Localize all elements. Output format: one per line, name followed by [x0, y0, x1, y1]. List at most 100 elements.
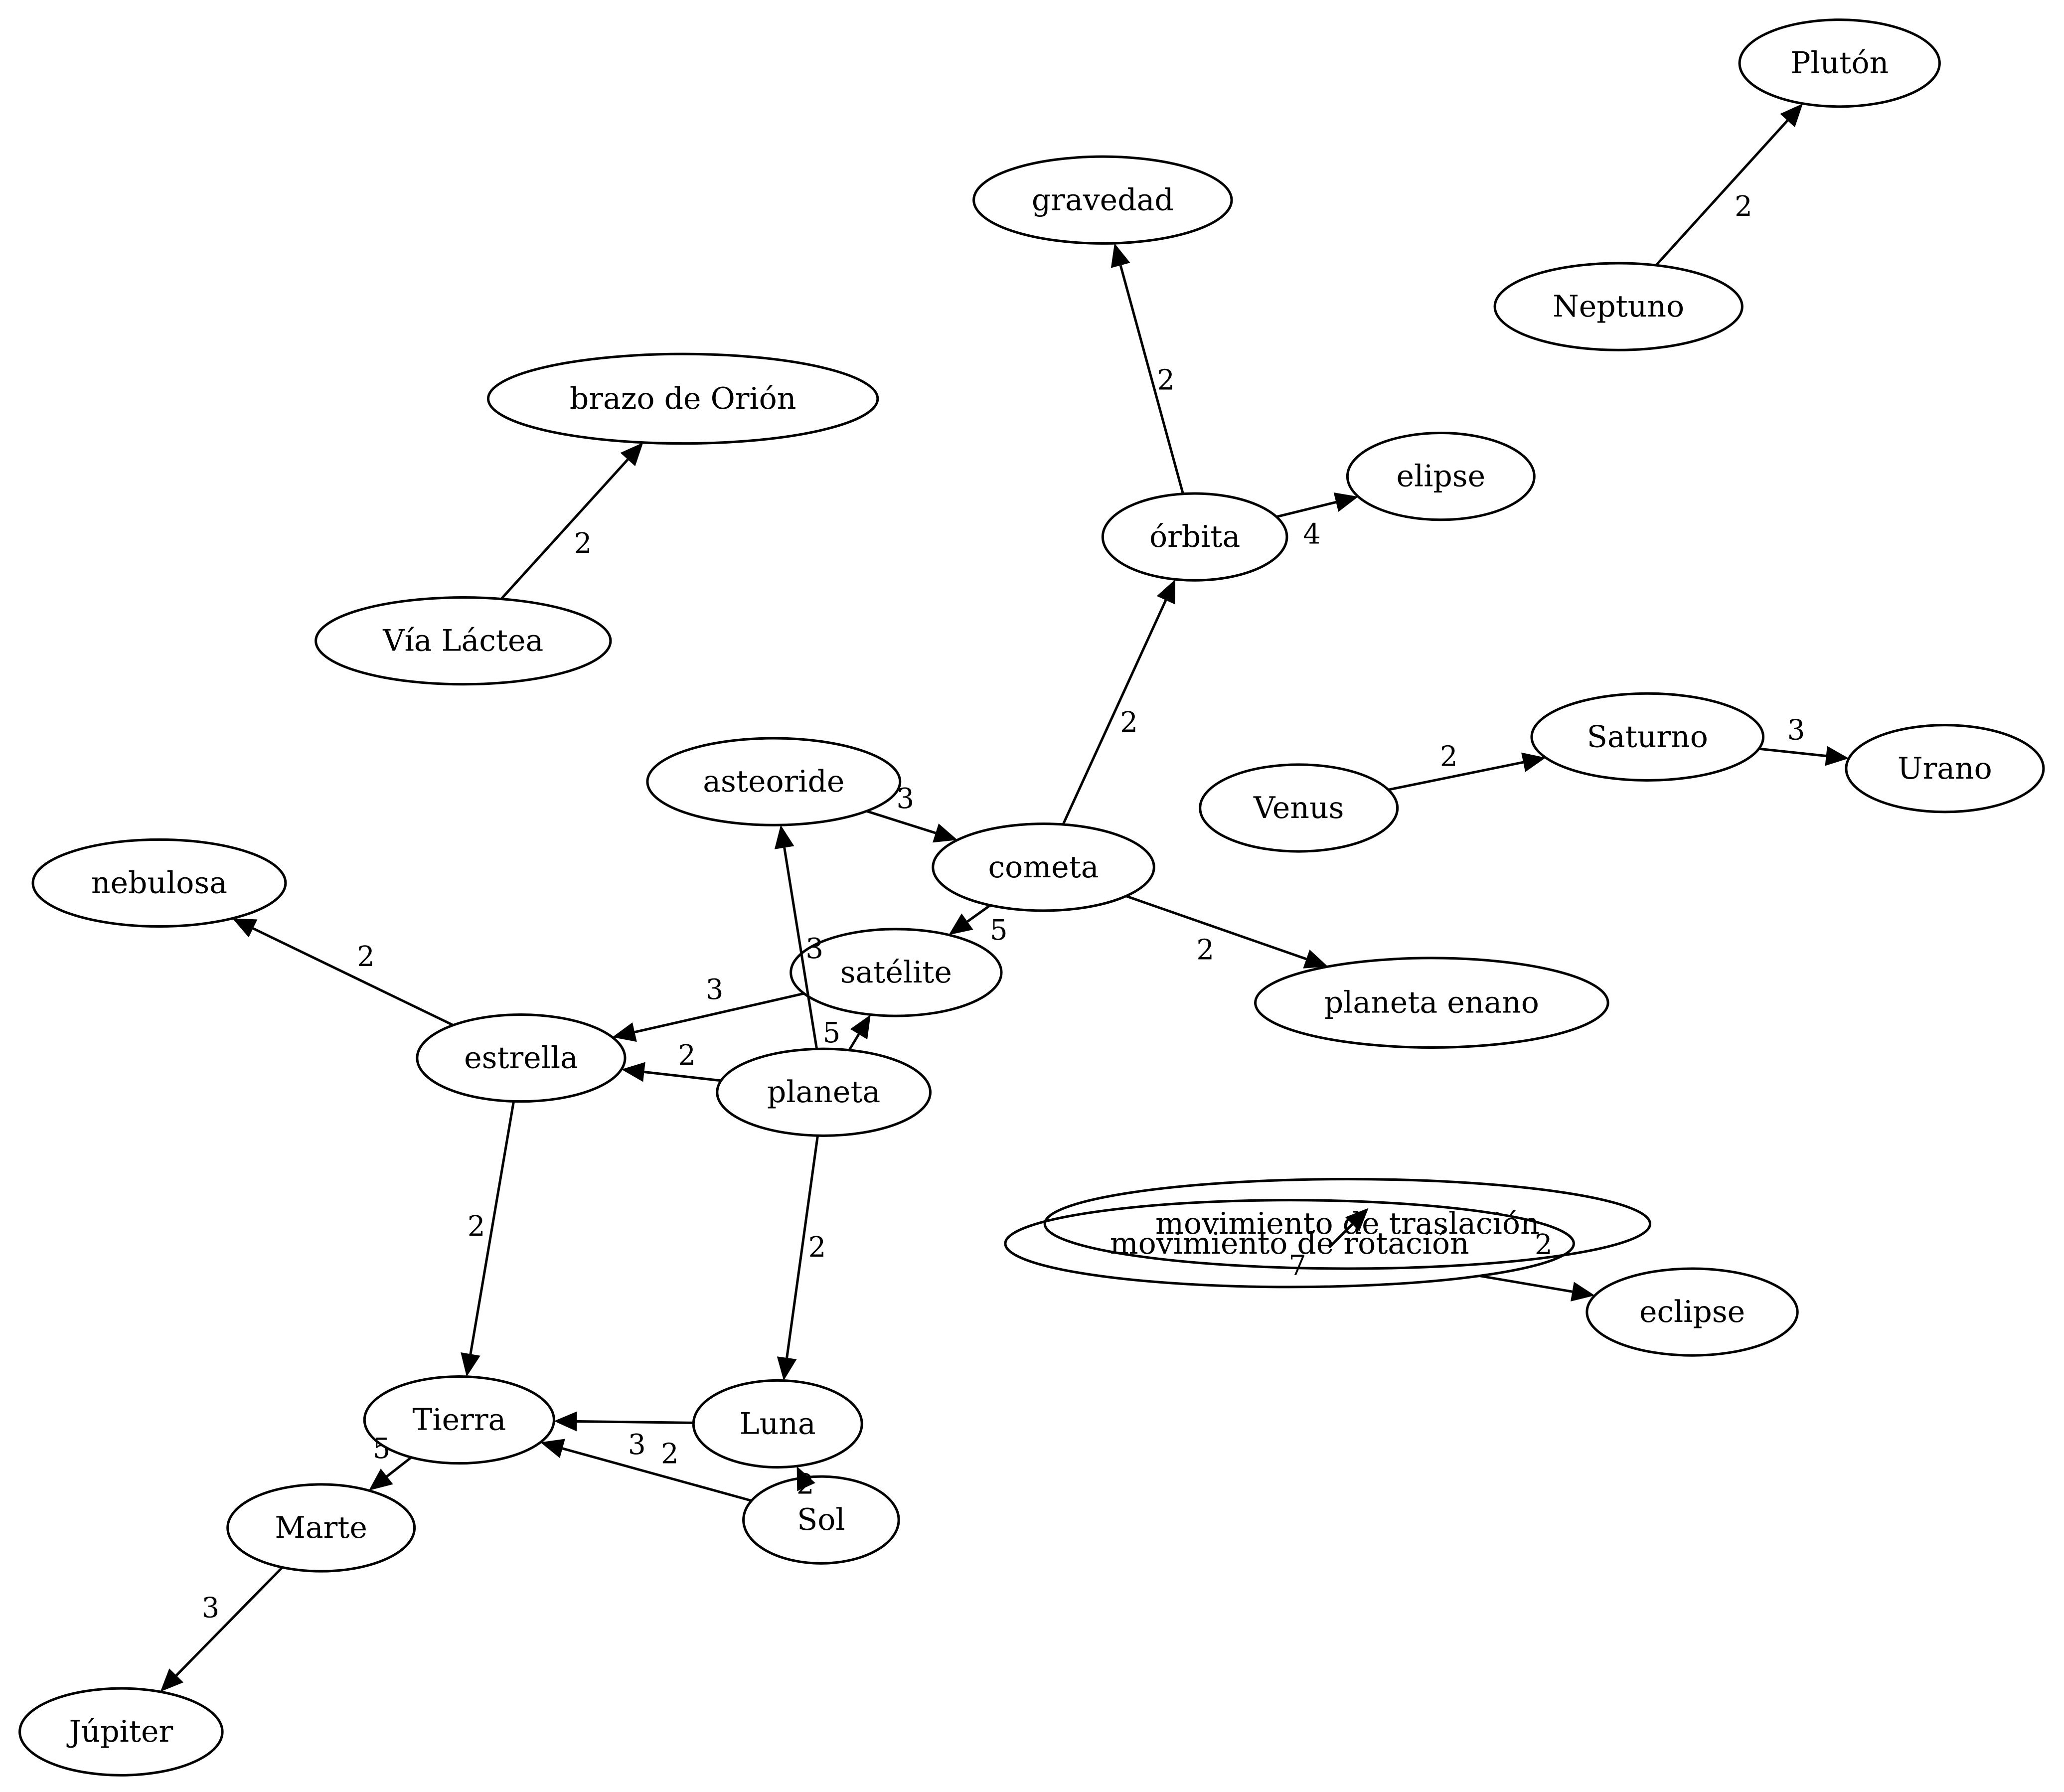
node-cometa[interactable]: cometa [932, 822, 1155, 912]
edge-weight-label: 2 [1196, 934, 1214, 967]
node-satelite[interactable]: satélite [790, 928, 1003, 1017]
node-marte[interactable]: Marte [226, 1483, 416, 1573]
edge-satelite-to-estrella: 3 [612, 974, 804, 1042]
edge-estrella-to-nebulosa: 2 [232, 918, 454, 1026]
node-sol[interactable]: Sol [742, 1475, 900, 1565]
edge-mov_rotacion-to-eclipse: 2 [1479, 1229, 1595, 1302]
edge-line [644, 1071, 721, 1082]
node-jupiter[interactable]: Júpiter [18, 1687, 224, 1777]
edge-line [1479, 1275, 1573, 1293]
arrowhead-icon [1521, 752, 1546, 772]
arrowhead-icon [774, 825, 794, 849]
edge-asteoride-to-cometa: 3 [866, 783, 957, 843]
edge-cometa-to-orbita: 2 [1062, 579, 1176, 825]
arrowhead-icon [933, 823, 957, 843]
edge-marte-to-jupiter: 3 [160, 1566, 284, 1692]
arrowhead-icon [540, 1439, 565, 1459]
edge-estrella-to-tierra: 2 [461, 1101, 515, 1377]
arrowhead-icon [949, 913, 973, 935]
edge-weight-label: 2 [1735, 190, 1752, 223]
edge-weight-label: 4 [1303, 518, 1321, 550]
arrowhead-icon [554, 1411, 577, 1432]
edge-luna-to-tierra: 3 [554, 1411, 694, 1461]
edge-weight-label: 2 [1157, 364, 1175, 396]
edge-line [386, 1456, 412, 1477]
node-via-lactea[interactable]: Vía Láctea [315, 596, 612, 686]
node-label: Luna [740, 1406, 816, 1441]
node-ellipse [932, 822, 1155, 912]
edge-line [1062, 600, 1167, 825]
node-label: órbita [1149, 519, 1240, 554]
node-ellipse [972, 155, 1233, 245]
arrowhead-icon [620, 442, 643, 467]
node-planeta-enano[interactable]: planeta enano [1254, 957, 1609, 1049]
node-eclipse[interactable]: eclipse [1586, 1267, 1799, 1357]
node-venus[interactable]: Venus [1199, 763, 1399, 853]
edge-line [562, 1447, 752, 1502]
node-label: elipse [1397, 459, 1486, 494]
node-brazo-de-orion[interactable]: brazo de Orión [486, 352, 879, 445]
edge-mov_rotacion-to-mov_traslacion: 7 [1288, 1208, 1369, 1282]
node-orbita[interactable]: órbita [1101, 492, 1288, 582]
node-ellipse [18, 1687, 224, 1777]
arrowhead-icon [232, 918, 258, 938]
edge-line [500, 459, 629, 600]
node-ellipse [1738, 18, 1941, 108]
node-gravedad[interactable]: gravedad [972, 155, 1233, 245]
node-label: Sol [797, 1502, 845, 1537]
edge-weight-label: 2 [468, 1210, 485, 1243]
edge-planeta-to-satelite: 5 [823, 1014, 871, 1051]
node-planeta[interactable]: planeta [716, 1047, 932, 1137]
edge-weight-label: 2 [661, 1438, 679, 1470]
arrowhead-icon [621, 1062, 645, 1082]
edge-saturno-to-urano: 3 [1758, 714, 1849, 766]
edge-weight-label: 7 [1288, 1250, 1306, 1282]
node-urano[interactable]: Urano [1845, 724, 2045, 814]
edge-weight-label: 3 [706, 974, 724, 1006]
node-elipse[interactable]: elipse [1346, 432, 1536, 521]
node-movimiento-de-traslacion[interactable]: movimiento de traslación [1043, 1177, 1652, 1270]
node-neptuno[interactable]: Neptuno [1493, 262, 1744, 351]
edge-weight-label: 2 [357, 941, 375, 973]
node-label: planeta [767, 1075, 880, 1110]
edge-weight-label: 5 [990, 914, 1008, 947]
arrowhead-icon [1111, 243, 1130, 268]
node-label: Saturno [1587, 719, 1708, 754]
edge-venus-to-saturno: 2 [1388, 741, 1546, 791]
arrowhead-icon [1156, 579, 1176, 605]
edge-weight-label: 2 [678, 1039, 696, 1072]
node-estrella[interactable]: estrella [416, 1013, 627, 1103]
edge-weight-label: 2 [574, 527, 592, 560]
edge-line [1125, 895, 1307, 961]
node-ellipse [1043, 1177, 1652, 1270]
edge-line [1655, 120, 1789, 266]
node-luna[interactable]: Luna [692, 1379, 863, 1469]
edge-weight-label: 3 [628, 1429, 646, 1461]
node-ellipse [486, 352, 879, 445]
node-label: nebulosa [91, 865, 227, 900]
edge-weight-label: 5 [823, 1017, 841, 1049]
edge-line [848, 1033, 860, 1051]
node-ellipse [1254, 957, 1609, 1049]
edge-orbita-to-gravedad: 2 [1111, 243, 1184, 494]
edge-line [1276, 500, 1337, 518]
node-ellipse [692, 1379, 863, 1469]
node-ellipse [716, 1047, 932, 1137]
node-ellipse [1199, 763, 1399, 853]
node-nebulosa[interactable]: nebulosa [31, 838, 287, 928]
node-asteoride[interactable]: asteoride [646, 737, 902, 826]
node-label: planeta enano [1324, 985, 1539, 1020]
node-pluton[interactable]: Plutón [1738, 18, 1941, 108]
node-label: Vía Láctea [382, 624, 543, 658]
node-tierra[interactable]: Tierra [363, 1375, 555, 1465]
edge-line [786, 1135, 819, 1358]
arrowhead-icon [1571, 1282, 1595, 1302]
node-saturno[interactable]: Saturno [1530, 692, 1765, 782]
node-label: satélite [840, 955, 952, 990]
node-movimiento-de-rotacion[interactable]: movimiento de rotación [1004, 1199, 1575, 1289]
node-ellipse [1845, 724, 2045, 814]
edge-line [966, 904, 991, 923]
edge-planeta-to-asteoride: 3 [774, 825, 823, 1049]
